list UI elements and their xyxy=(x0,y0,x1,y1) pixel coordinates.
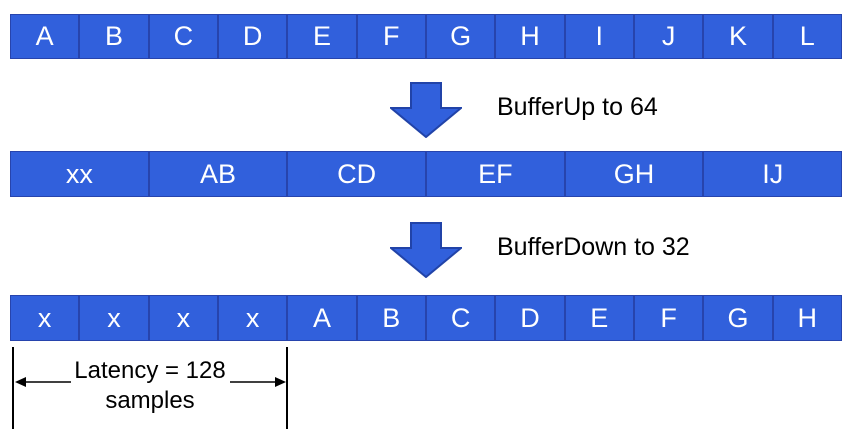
buffer-cell: A xyxy=(287,295,357,341)
buffer-cell: AB xyxy=(148,151,288,197)
down-arrow-icon xyxy=(390,82,462,138)
buffer-cell: EF xyxy=(426,151,565,197)
buffer-cell: xx xyxy=(10,151,149,197)
buffer-cell: x xyxy=(148,295,218,341)
buffer-cell: H xyxy=(495,14,565,59)
latency-right-arrow-icon xyxy=(230,377,286,387)
buffer-cell: D xyxy=(495,295,565,341)
buffer-cell: E xyxy=(564,295,634,341)
buffer-cell: G xyxy=(703,295,773,341)
buffer-cell: x xyxy=(217,295,288,341)
latency-left-arrow-icon xyxy=(15,377,71,387)
latency-label-line2: samples xyxy=(105,387,195,414)
buffer-cell: E xyxy=(287,14,357,59)
buffer-cell: x xyxy=(10,295,80,341)
bufferup-label: BufferUp to 64 xyxy=(497,93,658,121)
buffer-cell: D xyxy=(217,14,288,59)
buffer-cell: B xyxy=(79,14,149,59)
buffer-cell: I xyxy=(564,14,634,59)
buffer-cell: CD xyxy=(287,151,427,197)
upsampled-buffer-row: xx AB CD EF GH IJ xyxy=(10,151,843,197)
input-buffer-row: A B C D E F G H I J K L xyxy=(10,14,842,59)
buffer-cell: C xyxy=(425,295,496,341)
latency-left-tick xyxy=(12,347,14,429)
buffer-cell: F xyxy=(356,14,426,59)
buffer-cell: K xyxy=(703,14,773,59)
down-arrow-icon xyxy=(390,222,462,278)
buffer-cell: G xyxy=(425,14,496,59)
bufferdown-label: BufferDown to 32 xyxy=(497,233,690,261)
buffer-cell: C xyxy=(148,14,218,59)
buffer-cell: J xyxy=(633,14,704,59)
buffer-cell: H xyxy=(772,295,842,341)
buffer-cell: F xyxy=(633,295,704,341)
buffer-cell: A xyxy=(10,14,80,59)
output-buffer-row: x x x x A B C D E F G H xyxy=(10,295,842,341)
buffer-cell: GH xyxy=(564,151,704,197)
latency-label: Latency = 128 samples xyxy=(30,356,270,416)
buffer-cell: IJ xyxy=(703,151,843,197)
buffer-cell: B xyxy=(356,295,426,341)
latency-right-tick xyxy=(286,347,288,429)
buffer-cell: x xyxy=(79,295,149,341)
latency-label-line1: Latency = 128 xyxy=(74,357,226,384)
buffer-cell: L xyxy=(772,14,842,59)
